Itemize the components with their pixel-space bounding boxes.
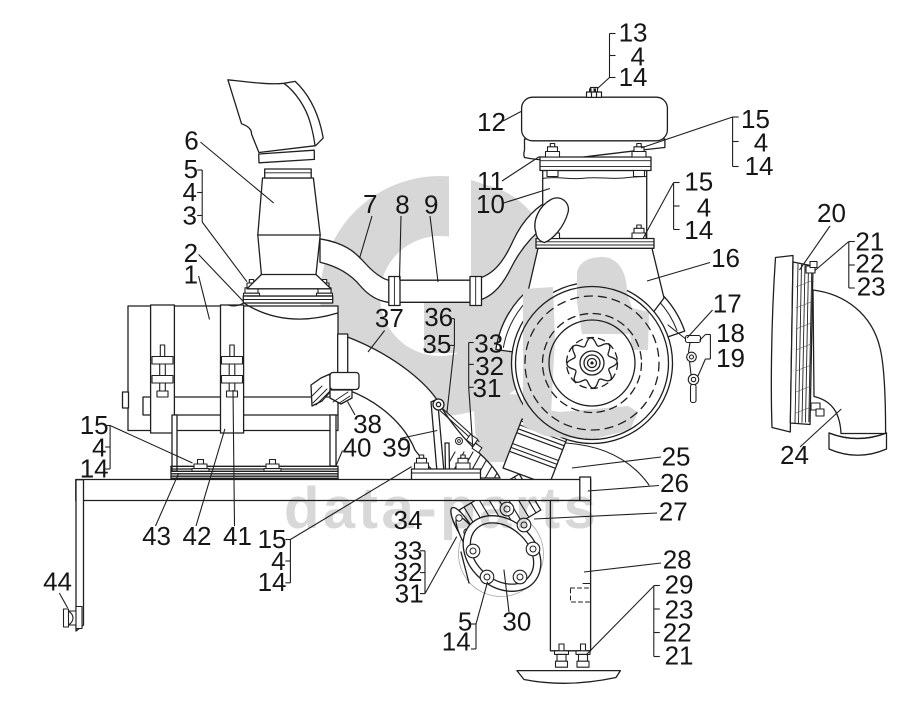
svg-text:4: 4 — [271, 546, 285, 576]
svg-text:1: 1 — [184, 259, 198, 289]
svg-text:4: 4 — [631, 42, 645, 72]
svg-text:15: 15 — [684, 167, 713, 197]
svg-text:3: 3 — [183, 200, 197, 230]
svg-text:14: 14 — [619, 62, 648, 92]
svg-text:33: 33 — [474, 328, 503, 358]
svg-text:28: 28 — [663, 545, 692, 575]
svg-text:32: 32 — [394, 557, 423, 587]
svg-text:data-parts: data-parts — [284, 476, 599, 541]
svg-text:15: 15 — [258, 524, 287, 554]
svg-text:15: 15 — [80, 410, 109, 440]
svg-text:37: 37 — [375, 303, 404, 333]
svg-text:22: 22 — [855, 249, 884, 279]
svg-text:27: 27 — [659, 497, 688, 527]
svg-text:38: 38 — [353, 409, 382, 439]
svg-text:5: 5 — [184, 154, 198, 184]
svg-text:4: 4 — [92, 432, 106, 462]
svg-text:34: 34 — [394, 505, 423, 535]
svg-text:2: 2 — [184, 238, 198, 268]
svg-text:18: 18 — [716, 318, 745, 348]
svg-text:42: 42 — [183, 521, 212, 551]
svg-text:9: 9 — [424, 189, 438, 219]
svg-text:17: 17 — [713, 288, 742, 318]
svg-text:21: 21 — [855, 227, 884, 257]
svg-text:32: 32 — [475, 351, 504, 381]
svg-text:41: 41 — [223, 521, 252, 551]
svg-text:19: 19 — [716, 343, 745, 373]
svg-text:23: 23 — [857, 272, 886, 302]
svg-text:4: 4 — [183, 177, 197, 207]
svg-text:14: 14 — [684, 215, 713, 245]
svg-text:10: 10 — [476, 189, 505, 219]
svg-text:5: 5 — [458, 607, 472, 637]
svg-text:4: 4 — [697, 192, 711, 222]
svg-text:26: 26 — [660, 468, 689, 498]
svg-text:40: 40 — [343, 433, 372, 463]
svg-text:8: 8 — [395, 189, 409, 219]
svg-text:12: 12 — [477, 107, 506, 137]
svg-text:15: 15 — [741, 104, 770, 134]
svg-text:29: 29 — [665, 570, 694, 600]
svg-text:23: 23 — [665, 595, 694, 625]
svg-text:11: 11 — [477, 166, 504, 196]
svg-text:31: 31 — [473, 373, 502, 403]
svg-text:14: 14 — [745, 151, 774, 181]
svg-text:30: 30 — [502, 607, 531, 637]
svg-text:22: 22 — [663, 618, 692, 648]
svg-text:14: 14 — [80, 454, 109, 484]
svg-text:16: 16 — [711, 243, 740, 273]
svg-text:31: 31 — [395, 578, 424, 608]
svg-text:33: 33 — [394, 535, 423, 565]
svg-text:14: 14 — [442, 626, 471, 656]
svg-text:13: 13 — [619, 18, 648, 48]
svg-text:43: 43 — [142, 521, 171, 551]
svg-text:25: 25 — [662, 442, 691, 472]
svg-text:4: 4 — [754, 127, 768, 157]
svg-text:14: 14 — [258, 567, 287, 597]
svg-text:44: 44 — [43, 566, 72, 596]
svg-text:24: 24 — [780, 440, 809, 470]
svg-text:21: 21 — [665, 641, 694, 671]
svg-text:20: 20 — [817, 198, 846, 228]
svg-text:6: 6 — [184, 125, 198, 155]
svg-text:35: 35 — [422, 329, 451, 359]
svg-text:36: 36 — [424, 302, 453, 332]
svg-text:7: 7 — [363, 189, 377, 219]
